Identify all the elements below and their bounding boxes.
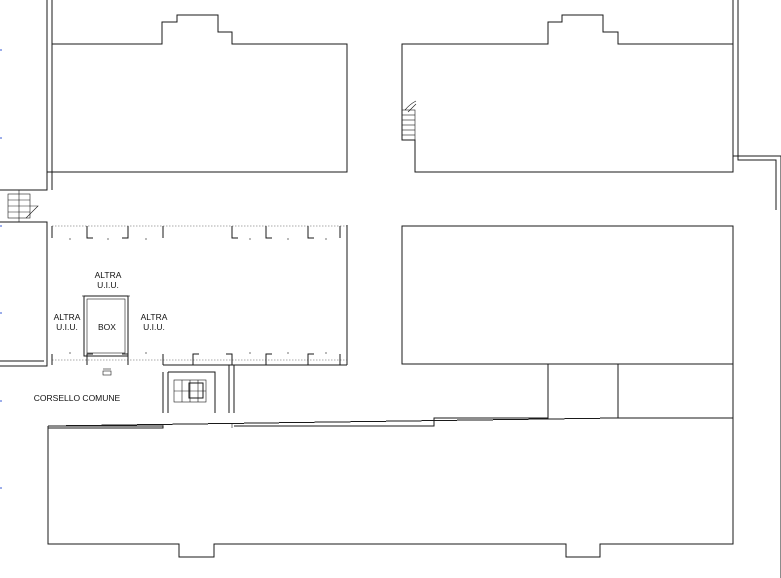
left-stairs: [7, 190, 39, 222]
label-box: BOX: [98, 322, 116, 332]
garage-block: [51, 225, 348, 366]
label-altra-left-1: ALTRA: [54, 312, 81, 322]
block-middle-right: [401, 225, 734, 365]
box-unit: [82, 295, 130, 357]
outer-boundary-right-inner: [737, 0, 777, 210]
spiral-stair: [401, 100, 417, 141]
lower-corridor-wall-right-2: [617, 364, 734, 419]
block-upper-left: [51, 14, 348, 173]
label-altra-top-2: U.I.U.: [97, 280, 119, 290]
lower-corridor-wall-right: [234, 364, 549, 427]
block-upper-right: [401, 14, 734, 173]
margin-marks: [0, 49, 2, 489]
outer-boundary-right: [733, 155, 781, 578]
label-altra-top-1: ALTRA: [95, 270, 122, 280]
label-corsello-comune: CORSELLO COMUNE: [34, 393, 121, 403]
label-altra-left-2: U.I.U.: [56, 322, 78, 332]
vent-icon: [102, 368, 112, 376]
label-altra-right-1: ALTRA: [141, 312, 168, 322]
label-altra-right-2: U.I.U.: [143, 322, 165, 332]
outer-boundary-left: [0, 0, 53, 367]
block-bottom: [47, 417, 734, 558]
stair-core: [162, 365, 235, 413]
